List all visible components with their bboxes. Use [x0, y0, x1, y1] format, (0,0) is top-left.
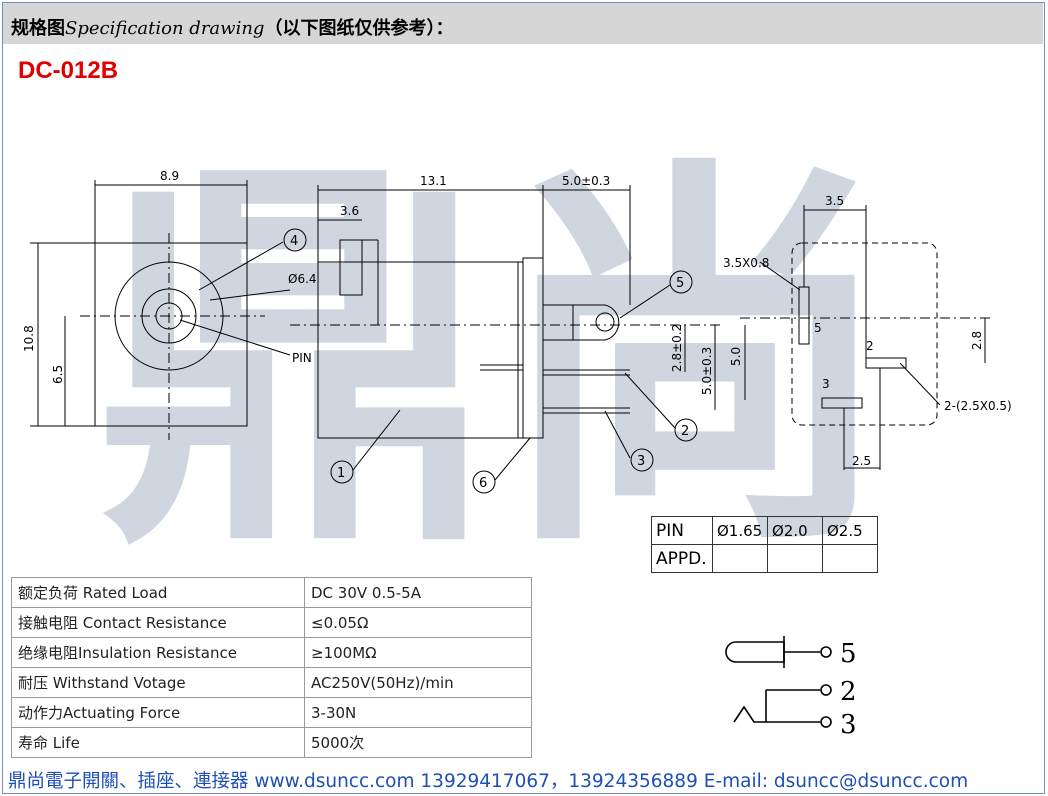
side-view: 13.1 5.0±0.3 3.6 2.8±0.2 5.0±0.3 5.0 5 2…	[290, 174, 746, 494]
pin-table-cell: Ø1.65	[712, 516, 768, 545]
pin-table-cell	[767, 544, 823, 573]
spec-row: 接触电阻 Contact Resistance≤0.05Ω	[11, 607, 532, 638]
dim-center-height: 6.5	[51, 365, 65, 384]
schem-3: 3	[840, 710, 857, 740]
dim-top-step: 3.6	[340, 204, 359, 218]
header-title-en: Specification drawing	[65, 18, 265, 39]
dim-front-height: 10.8	[22, 325, 36, 352]
dim-pin3-gap: 5.0±0.3	[700, 347, 714, 395]
schematic-symbol: 5 2 3	[725, 636, 857, 740]
spec-value: AC250V(50Hz)/min	[304, 667, 532, 698]
dim-side-height: 5.0	[729, 347, 743, 366]
pin-table-cell: APPD.	[651, 544, 713, 573]
dim-slots23: 2-(2.5X0.5)	[944, 399, 1012, 413]
pin-table-cell	[822, 544, 878, 573]
model-number: DC-012B	[18, 57, 119, 84]
spec-label: 额定负荷 Rated Load	[11, 577, 305, 608]
dim-body-length: 13.1	[420, 174, 447, 188]
spec-label: 动作力Actuating Force	[11, 697, 305, 728]
pin-table: PIN Ø1.65 Ø2.0 Ø2.5 APPD.	[651, 516, 878, 573]
dim-pin-offset: 5.0±0.3	[562, 174, 610, 188]
callout-5: 5	[676, 276, 684, 291]
pin-table-cell: PIN	[651, 516, 713, 545]
pin-table-cell: Ø2.0	[767, 516, 823, 545]
callout-6: 6	[479, 476, 487, 491]
pin-table-cell: Ø2.5	[822, 516, 878, 545]
pcb-footprint: 3.5 3.5X0.8 5 2 3 2.8 2-(2.5X0.5) 2.5	[723, 194, 1012, 470]
pin-label: PIN	[292, 351, 312, 365]
spec-value: ≤0.05Ω	[304, 607, 532, 638]
dim-hole-dia: Ø6.4	[288, 272, 317, 286]
schem-2: 2	[840, 677, 857, 707]
dim-slot5: 3.5X0.8	[723, 256, 769, 270]
spec-value: 5000次	[304, 727, 532, 758]
dim-pin2-gap: 2.8±0.2	[670, 324, 684, 372]
footer-contact: 鼎尚電子開關、插座、連接器 www.dsuncc.com 13929417067…	[8, 771, 969, 792]
pin-table-row: APPD.	[651, 544, 878, 573]
spec-label: 耐压 Withstand Votage	[11, 667, 305, 698]
spec-value: ≥100MΩ	[304, 637, 532, 668]
header-title: 规格图Specification drawing（以下图纸仅供参考）：	[11, 14, 453, 40]
dim-pitch: 2.5	[852, 454, 871, 468]
spec-value: DC 30V 0.5-5A	[304, 577, 532, 608]
pin-table-cell	[712, 544, 768, 573]
callout-1: 1	[337, 466, 345, 481]
fp-label-3: 3	[822, 377, 830, 391]
spec-row: 绝缘电阻Insulation Resistance≥100MΩ	[11, 637, 532, 668]
spec-label: 接触电阻 Contact Resistance	[11, 607, 305, 638]
schem-5: 5	[840, 639, 857, 669]
callout-4: 4	[290, 234, 298, 249]
header-bar: 规格图Specification drawing（以下图纸仅供参考）：	[3, 3, 1043, 44]
callout-3: 3	[637, 454, 645, 469]
spec-label: 绝缘电阻Insulation Resistance	[11, 637, 305, 668]
dim-front-width: 8.9	[160, 169, 179, 183]
callout-2: 2	[681, 424, 689, 439]
pin-table-header: PIN Ø1.65 Ø2.0 Ø2.5	[651, 516, 878, 545]
spec-value: 3-30N	[304, 697, 532, 728]
fp-label-5: 5	[814, 321, 822, 335]
header-title-cn: 规格图	[11, 18, 65, 39]
fp-label-2: 2	[866, 339, 874, 353]
spec-label: 寿命 Life	[11, 727, 305, 758]
header-title-note: （以下图纸仅供参考）：	[264, 18, 454, 39]
dim-footprint-offset: 2.8	[970, 331, 984, 350]
front-view: 8.9 10.8 6.5 4 Ø6.4 PIN	[22, 169, 317, 440]
dim-footprint-width: 3.5	[825, 194, 844, 208]
